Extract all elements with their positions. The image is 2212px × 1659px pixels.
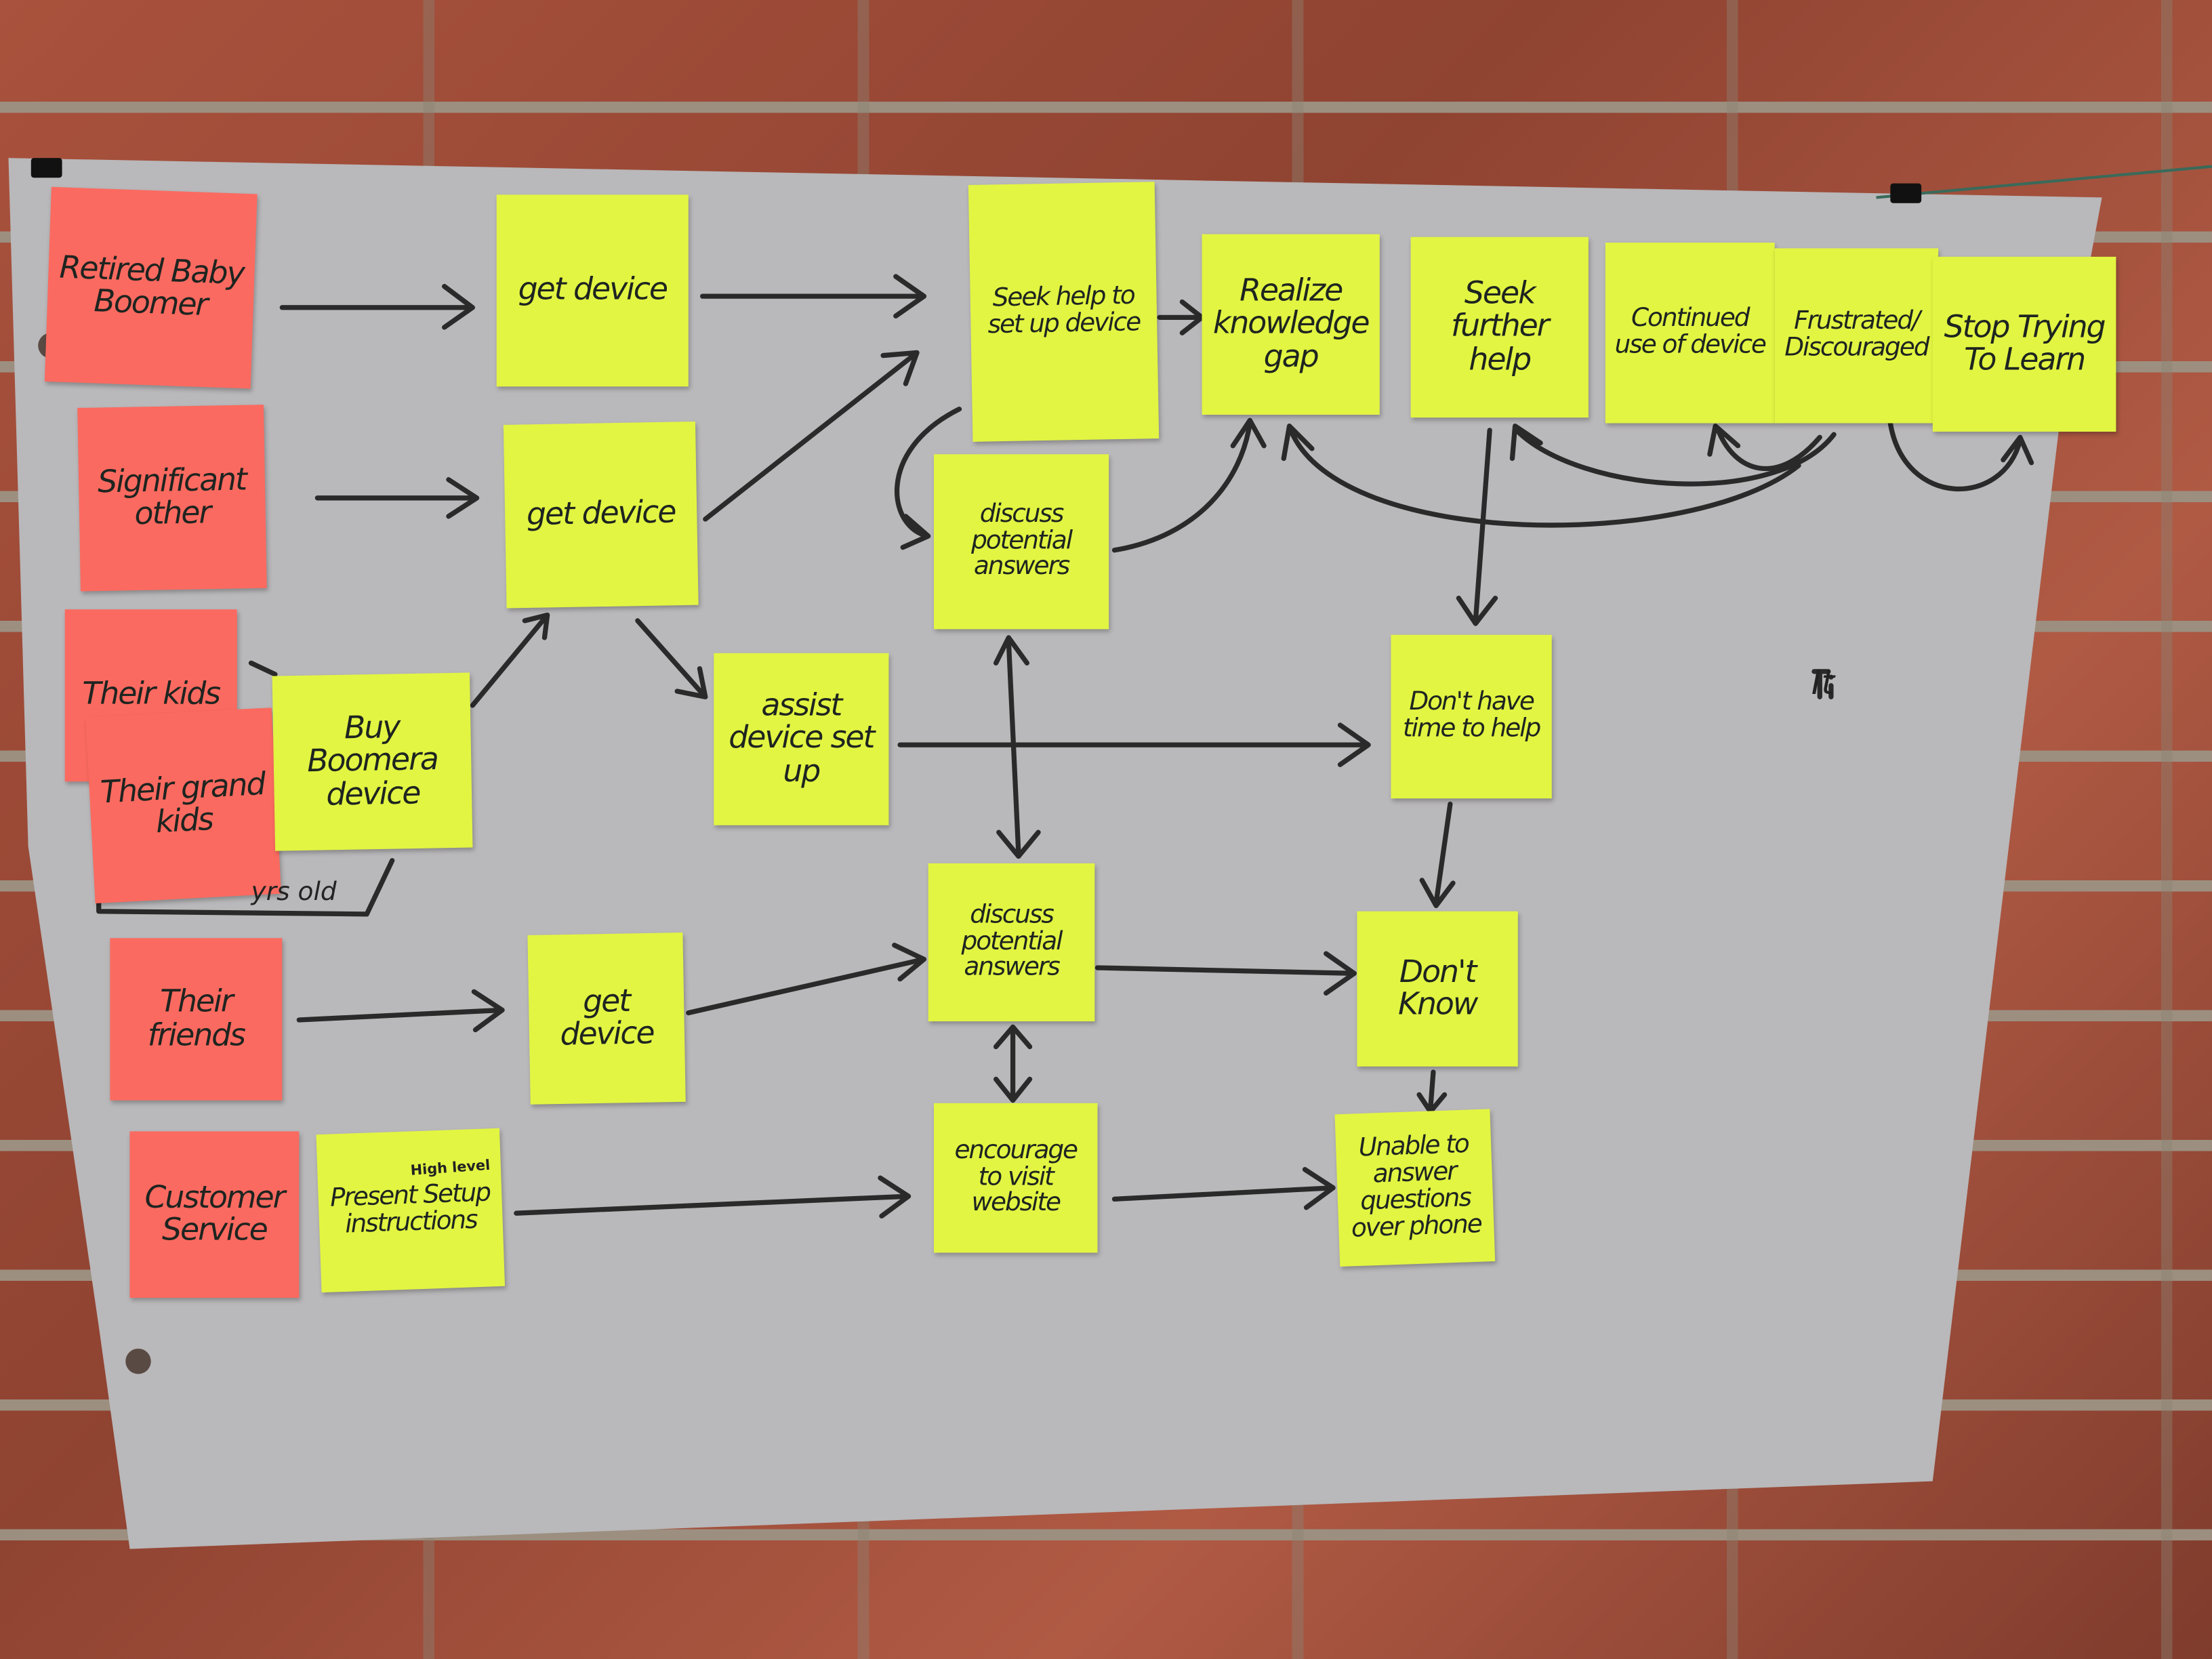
step-note: discuss potential answers <box>934 454 1109 630</box>
margin-mark: It <box>1811 663 1835 703</box>
step-note: get device <box>503 422 699 609</box>
step-note: discuss potential answers <box>928 863 1095 1022</box>
step-note: Stop Trying To Learn <box>1932 256 2116 432</box>
step-note: Seek further help <box>1410 237 1589 418</box>
step-note: get device <box>527 933 686 1105</box>
step-note: encourage to visit website <box>934 1103 1098 1253</box>
step-note: Buy Boomera device <box>272 672 473 851</box>
step-note: Seek help to set up device <box>968 182 1160 442</box>
step-note: assist device set up <box>714 653 889 825</box>
step-note: Present Setup instructions <box>316 1128 506 1293</box>
persona-note: Customer Service <box>129 1131 300 1298</box>
partial-age-text: yrs old <box>251 877 337 907</box>
persona-note: Their friends <box>110 938 283 1101</box>
binder-clip <box>1890 183 1922 203</box>
step-note: Don't have time to help <box>1391 634 1552 799</box>
step-note: get device <box>496 194 689 387</box>
persona-note: Their grand kids <box>85 708 281 903</box>
persona-note: Retired Baby Boomer <box>44 186 258 389</box>
binder-clip <box>30 158 62 178</box>
step-note: Continued use of device <box>1605 243 1775 424</box>
step-note: Unable to answer questions over phone <box>1334 1109 1496 1267</box>
persona-note: Significant other <box>77 405 267 592</box>
step-note: Don't Know <box>1357 911 1518 1067</box>
step-note: Frustrated/ Discouraged <box>1774 248 1939 424</box>
step-note: Realize knowledge gap <box>1202 234 1380 415</box>
